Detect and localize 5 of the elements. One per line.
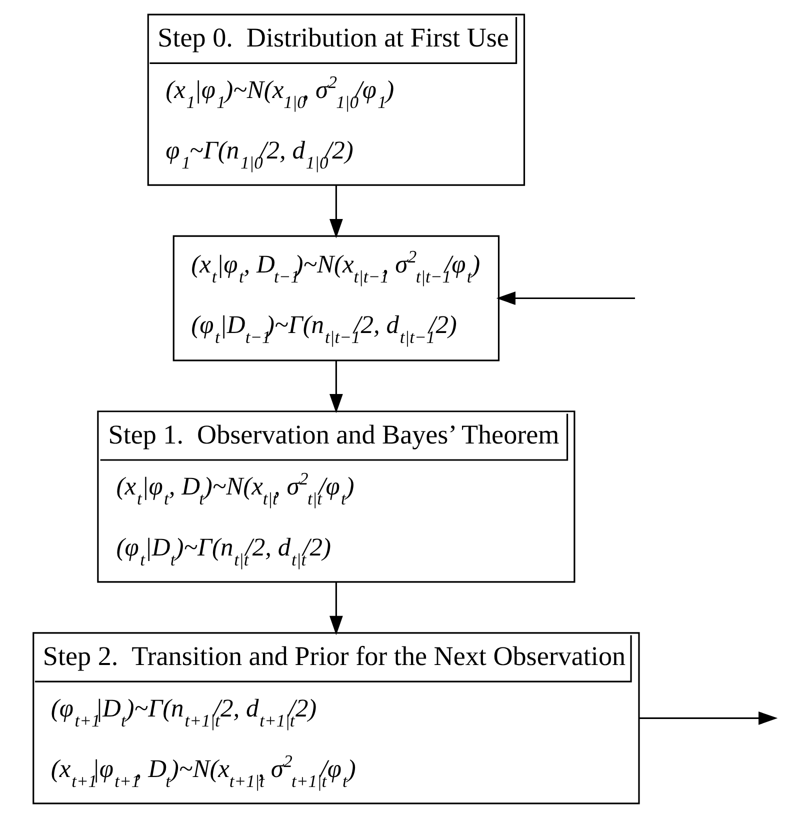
arrow [329,582,343,636]
arrow [639,711,778,725]
arrow [329,360,343,414]
arrow [496,292,635,305]
arrow [329,185,343,238]
